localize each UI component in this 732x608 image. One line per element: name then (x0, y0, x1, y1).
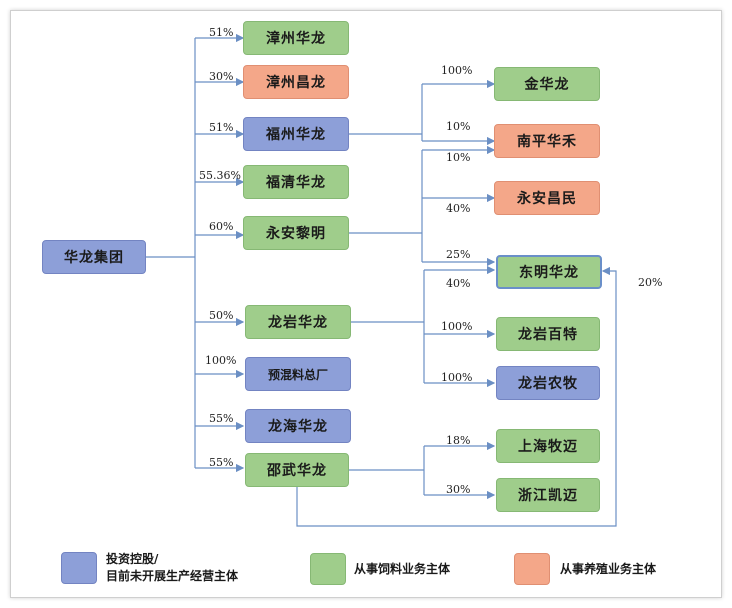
node-yuhunliao: 预混料总厂 (245, 357, 351, 391)
pct-zhangzhou-hualong: 51% (209, 26, 234, 39)
pct-yuhunliao: 100% (205, 354, 237, 367)
node-shanghai-mumai: 上海牧迈 (496, 429, 600, 463)
pct-fuzhou-hualong: 51% (209, 121, 234, 134)
pct-dongming-ly: 40% (446, 277, 471, 290)
legend-swatch-blue (61, 552, 97, 584)
legend-label-blue-line2: 目前未开展生产经营主体 (106, 569, 239, 583)
node-fuqing-hualong: 福清华龙 (243, 165, 349, 199)
pct-shanghai-mumai: 18% (446, 434, 471, 447)
pct-nanping-huahe-ya: 10% (446, 151, 471, 164)
node-nanping-huahe: 南平华禾 (494, 124, 600, 158)
node-dongming-hualong: 东明华龙 (496, 255, 602, 289)
pct-zhejiang-kaimai: 30% (446, 483, 471, 496)
pct-dongming-ya: 25% (446, 248, 471, 261)
node-jin-hualong: 金华龙 (494, 67, 600, 101)
legend-swatch-green (310, 553, 346, 585)
node-zhangzhou-hualong: 漳州华龙 (243, 21, 349, 55)
legend-label-orange: 从事养殖业务主体 (560, 562, 657, 576)
pct-yongan-liming: 60% (209, 220, 234, 233)
pct-jin-hualong: 100% (441, 64, 473, 77)
node-root: 华龙集团 (42, 240, 146, 274)
node-longhai-hualong: 龙海华龙 (245, 409, 351, 443)
pct-longyan-baite: 100% (441, 320, 473, 333)
legend-swatch-orange (514, 553, 550, 585)
node-longyan-hualong: 龙岩华龙 (245, 305, 351, 339)
pct-yongan-changmin: 40% (446, 202, 471, 215)
node-fuzhou-hualong: 福州华龙 (243, 117, 349, 151)
diagram-frame (10, 10, 722, 598)
node-yongan-changmin: 永安昌民 (494, 181, 600, 215)
node-longyan-baite: 龙岩百特 (496, 317, 600, 351)
node-zhangzhou-changlong: 漳州昌龙 (243, 65, 349, 99)
pct-shaowu-hualong: 55% (209, 456, 234, 469)
pct-longyan-nongmu: 100% (441, 371, 473, 384)
pct-zhangzhou-changlong: 30% (209, 70, 234, 83)
node-yongan-liming: 永安黎明 (243, 216, 349, 250)
pct-fuqing-hualong: 55.36% (199, 169, 241, 182)
legend-label-blue: 投资控股/ 目前未开展生产经营主体 (106, 551, 238, 585)
legend-label-green: 从事饲料业务主体 (354, 562, 451, 576)
node-zhejiang-kaimai: 浙江凯迈 (496, 478, 600, 512)
pct-longyan-hualong: 50% (209, 309, 234, 322)
edge-dongming-sw (296, 266, 617, 527)
pct-longhai-hualong: 55% (209, 412, 234, 425)
legend-label-blue-line1: 投资控股/ (106, 552, 159, 566)
node-shaowu-hualong: 邵武华龙 (245, 453, 349, 487)
node-longyan-nongmu: 龙岩农牧 (496, 366, 600, 400)
pct-nanping-huahe-fz: 10% (446, 120, 471, 133)
pct-dongming-sw: 20% (638, 276, 663, 289)
